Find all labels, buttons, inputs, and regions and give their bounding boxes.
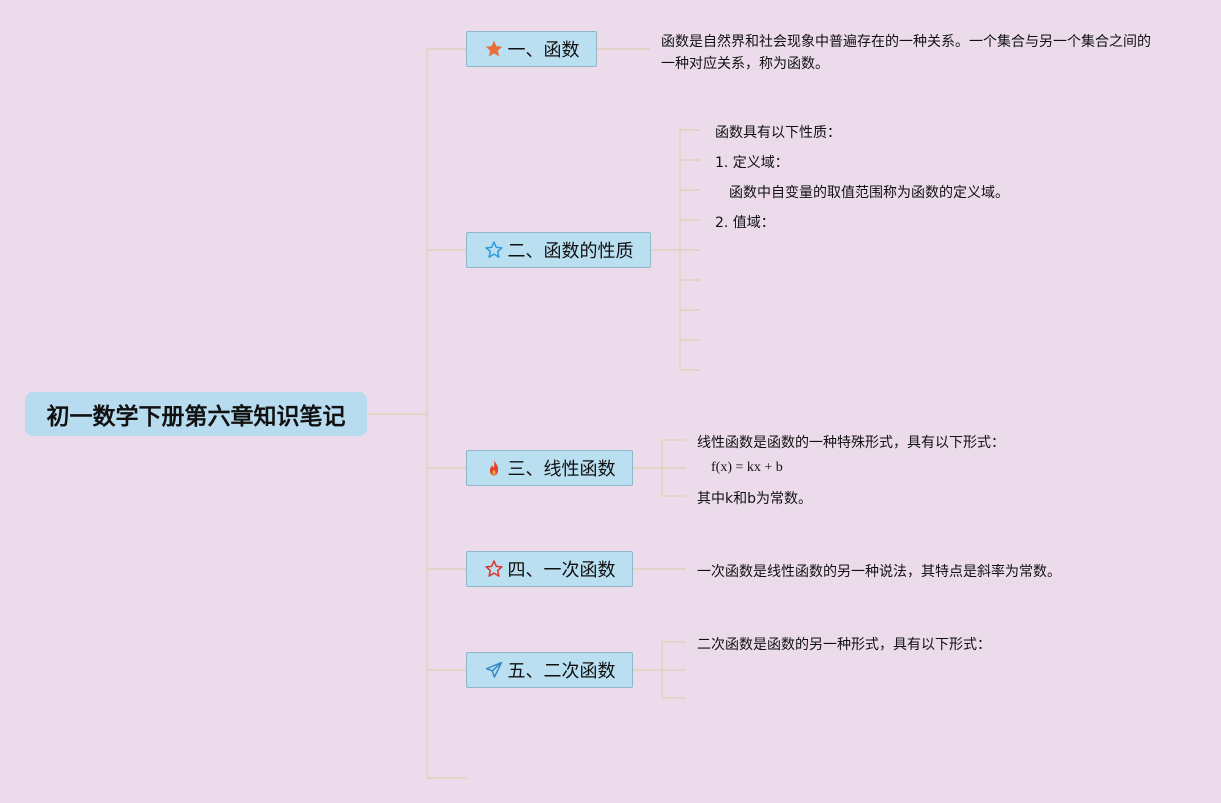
- outline-star-icon: [484, 240, 504, 260]
- branch-label: 二、函数的性质: [507, 241, 634, 262]
- leaf-domain-definition: 函数中自变量的取值范围称为函数的定义域。: [729, 185, 1009, 201]
- leaf-properties-intro: 函数具有以下性质：: [715, 125, 841, 141]
- leaf-range-heading: 2. 值域：: [715, 215, 775, 231]
- leaf-linear-constants: 其中k和b为常数。: [697, 491, 812, 507]
- fire-icon: [484, 458, 504, 478]
- branch-function-properties[interactable]: 二、函数的性质: [466, 232, 651, 268]
- leaf-first-degree-definition: 一次函数是线性函数的另一种说法，其特点是斜率为常数。: [697, 564, 1061, 580]
- branch-label: 一、函数: [507, 40, 580, 61]
- branch-first-degree-function[interactable]: 四、一次函数: [466, 551, 633, 587]
- branch-linear-function[interactable]: 三、线性函数: [466, 450, 633, 486]
- branch-function[interactable]: 一、函数: [466, 31, 597, 67]
- leaf-linear-intro: 线性函数是函数的一种特殊形式，具有以下形式：: [697, 435, 1005, 451]
- root-topic[interactable]: 初一数学下册第六章知识笔记: [25, 392, 367, 436]
- branch-label: 四、一次函数: [507, 560, 616, 581]
- branch-label: 五、二次函数: [507, 661, 616, 682]
- filled-star-icon: [484, 39, 504, 59]
- branch-quadratic-function[interactable]: 五、二次函数: [466, 652, 633, 688]
- leaf-domain-heading: 1. 定义域：: [715, 155, 789, 171]
- leaf-quadratic-intro: 二次函数是函数的另一种形式，具有以下形式：: [697, 637, 991, 653]
- paper-plane-icon: [484, 660, 504, 680]
- branch-label: 三、线性函数: [507, 459, 616, 480]
- red-outline-star-icon: [484, 559, 504, 579]
- leaf-function-definition: 函数是自然界和社会现象中普遍存在的一种关系。一个集合与另一个集合之间的一种对应关…: [661, 34, 1151, 72]
- leaf-linear-formula: f(x) = kx + b: [711, 460, 783, 475]
